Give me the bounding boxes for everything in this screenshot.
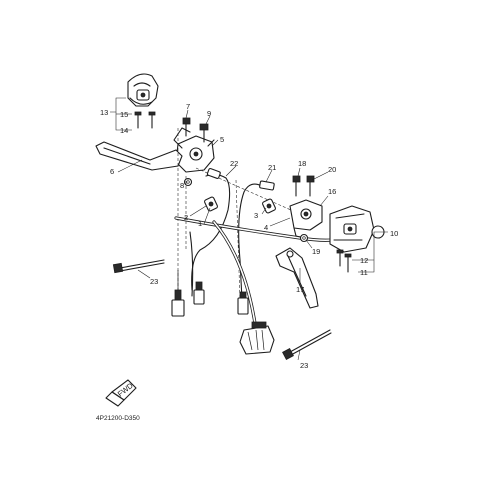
connector-bundle[interactable]	[239, 321, 275, 355]
brake-lever[interactable]	[275, 247, 319, 309]
cable-21[interactable]	[238, 180, 275, 301]
callout-5: 5	[220, 135, 224, 144]
callout-11: 11	[360, 268, 368, 277]
callout-23-left: 23	[150, 277, 158, 286]
screw-11[interactable]	[344, 253, 352, 273]
callout-22: 22	[230, 159, 238, 168]
left-switch-assembly[interactable]	[127, 73, 159, 107]
cable-tie-right[interactable]	[282, 329, 332, 360]
bolt-9[interactable]	[199, 123, 209, 143]
screw-12[interactable]	[336, 249, 344, 267]
callout-23-right: 23	[300, 361, 308, 370]
right-switch-assembly[interactable]	[329, 205, 385, 253]
fwd-arrow-icon: FWD	[105, 379, 137, 407]
callout-18: 18	[298, 159, 306, 168]
callout-17: 17	[296, 285, 304, 294]
callout-9: 9	[207, 109, 211, 118]
clutch-lever[interactable]	[95, 141, 183, 171]
screw-15[interactable]	[148, 111, 156, 129]
callout-7: 7	[186, 102, 190, 111]
callout-16: 16	[328, 187, 336, 196]
callout-21: 21	[268, 163, 276, 172]
screw-14[interactable]	[134, 111, 142, 129]
connector-left-b[interactable]	[193, 281, 205, 305]
bolt-20[interactable]	[306, 175, 315, 197]
drawing-code: 4P21200-D350	[96, 415, 140, 422]
bolt-7[interactable]	[182, 117, 191, 137]
callout-20: 20	[328, 165, 336, 174]
wiring-harness-cables	[174, 216, 350, 332]
callout-1: 1	[198, 219, 202, 228]
cable-tie-left[interactable]	[112, 259, 165, 274]
bolt-2[interactable]	[204, 196, 218, 212]
brake-lever-holder[interactable]	[289, 199, 323, 239]
lever-holder[interactable]	[173, 127, 215, 173]
leader-lines	[110, 97, 388, 361]
connector-center[interactable]	[237, 291, 249, 315]
nut-19[interactable]	[299, 233, 309, 243]
callout-6: 6	[110, 167, 114, 176]
callout-12: 12	[360, 256, 368, 265]
bolt-3[interactable]	[262, 198, 276, 214]
callout-8: 8	[180, 181, 184, 190]
callout-15: 15	[120, 110, 128, 119]
callout-19: 19	[312, 247, 320, 256]
bolt-18[interactable]	[292, 175, 301, 197]
callout-labels: 1 2 3 4 5 6 7 8 9 10 11 12 13 14 15 16 1…	[100, 102, 398, 370]
cable-22[interactable]	[191, 168, 231, 291]
callout-10: 10	[390, 229, 398, 238]
callout-2: 2	[184, 213, 188, 222]
callout-14: 14	[120, 126, 128, 135]
callout-3: 3	[254, 211, 258, 220]
callout-13: 13	[100, 108, 108, 117]
connector-left-a[interactable]	[171, 270, 185, 317]
callout-4: 4	[264, 223, 268, 232]
